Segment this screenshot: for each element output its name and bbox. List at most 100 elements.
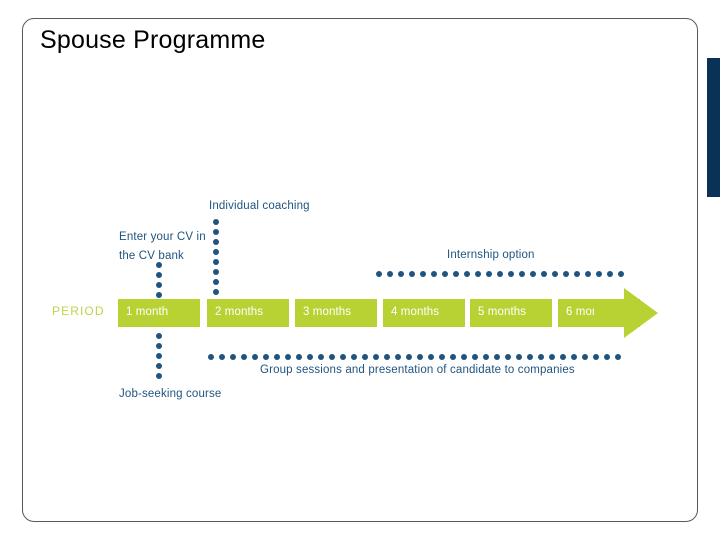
- connector-dot: [409, 271, 415, 277]
- timeline-bar-label: 3 months: [303, 306, 352, 318]
- connector-dot: [428, 354, 434, 360]
- connector-dot: [213, 239, 219, 245]
- connector-dot: [156, 262, 162, 268]
- connector-dot: [439, 354, 445, 360]
- timeline-bar-5: 5 months: [470, 299, 552, 327]
- connector-dot: [442, 271, 448, 277]
- connector-dot: [505, 354, 511, 360]
- annotation-label-internship-option: Internship option: [447, 249, 535, 261]
- timeline-arrow-icon: [594, 288, 658, 338]
- connector-dot: [406, 354, 412, 360]
- connector-dot: [213, 289, 219, 295]
- connector-line-group-sessions: [208, 354, 624, 360]
- connector-dot: [571, 354, 577, 360]
- connector-dot: [604, 354, 610, 360]
- connector-dot: [263, 354, 269, 360]
- connector-dot: [461, 354, 467, 360]
- connector-dot: [541, 271, 547, 277]
- annotation-label-job-seeking-course: Job-seeking course: [119, 388, 222, 400]
- connector-dot: [318, 354, 324, 360]
- connector-dot: [307, 354, 313, 360]
- connector-dot: [450, 354, 456, 360]
- connector-dot: [384, 354, 390, 360]
- connector-dot: [398, 271, 404, 277]
- connector-dot: [156, 343, 162, 349]
- connector-dot: [431, 271, 437, 277]
- connector-dot: [213, 279, 219, 285]
- connector-dot: [351, 354, 357, 360]
- connector-dot: [527, 354, 533, 360]
- connector-dot: [340, 354, 346, 360]
- connector-dot: [387, 271, 393, 277]
- connector-dot: [494, 354, 500, 360]
- connector-dot: [618, 271, 624, 277]
- connector-dot: [156, 353, 162, 359]
- timeline-bar-label: 5 months: [478, 306, 527, 318]
- connector-dot: [475, 271, 481, 277]
- connector-dot: [574, 271, 580, 277]
- timeline-bar-label: 1 month: [126, 306, 169, 318]
- connector-dot: [376, 271, 382, 277]
- connector-dot: [483, 354, 489, 360]
- connector-dot: [420, 271, 426, 277]
- connector-dot: [395, 354, 401, 360]
- connector-dot: [274, 354, 280, 360]
- connector-dot: [538, 354, 544, 360]
- connector-dot: [508, 271, 514, 277]
- connector-dot: [373, 354, 379, 360]
- connector-dot: [219, 354, 225, 360]
- connector-dot: [497, 271, 503, 277]
- connector-dot: [417, 354, 423, 360]
- connector-dot: [486, 271, 492, 277]
- connector-dot: [596, 271, 602, 277]
- connector-dot: [213, 219, 219, 225]
- connector-dot: [213, 249, 219, 255]
- connector-dot: [519, 271, 525, 277]
- connector-dot: [582, 354, 588, 360]
- connector-dot: [560, 354, 566, 360]
- connector-dot: [296, 354, 302, 360]
- connector-dot: [593, 354, 599, 360]
- connector-dot: [213, 229, 219, 235]
- timeline-bar-2: 2 months: [207, 299, 289, 327]
- connector-line-internship-option: [376, 271, 624, 277]
- connector-dot: [230, 354, 236, 360]
- timeline-bar-4: 4 months: [383, 299, 465, 327]
- accent-bar-right: [707, 58, 720, 197]
- connector-dot: [615, 354, 621, 360]
- connector-dot: [213, 269, 219, 275]
- connector-dot: [285, 354, 291, 360]
- page-title: Spouse Programme: [40, 26, 266, 54]
- connector-dot: [241, 354, 247, 360]
- connector-dot: [156, 363, 162, 369]
- connector-dot: [156, 272, 162, 278]
- connector-dot: [156, 333, 162, 339]
- slide-frame: [22, 18, 698, 522]
- connector-dot: [156, 282, 162, 288]
- connector-dot: [563, 271, 569, 277]
- connector-dot: [607, 271, 613, 277]
- connector-line-job-seeking-course: [156, 333, 162, 379]
- timeline-bar-1: 1 month: [118, 299, 200, 327]
- annotation-label-cv-bank: Enter your CV in the CV bank: [119, 231, 206, 262]
- connector-dot: [208, 354, 214, 360]
- connector-dot: [453, 271, 459, 277]
- connector-dot: [585, 271, 591, 277]
- timeline-bar-3: 3 months: [295, 299, 377, 327]
- connector-dot: [329, 354, 335, 360]
- connector-dot: [156, 373, 162, 379]
- timeline-bar-label: 2 months: [215, 306, 264, 318]
- annotation-label-group-sessions: Group sessions and presentation of candi…: [260, 364, 575, 376]
- connector-dot: [472, 354, 478, 360]
- connector-dot: [464, 271, 470, 277]
- connector-line-cv-bank: [156, 262, 162, 298]
- connector-line-individual-coaching: [213, 219, 219, 295]
- connector-dot: [156, 292, 162, 298]
- connector-dot: [516, 354, 522, 360]
- annotation-label-individual-coaching: Individual coaching: [209, 200, 310, 212]
- timeline-bar-label: 4 months: [391, 306, 440, 318]
- connector-dot: [552, 271, 558, 277]
- connector-dot: [213, 259, 219, 265]
- period-label: PERIOD: [52, 304, 105, 318]
